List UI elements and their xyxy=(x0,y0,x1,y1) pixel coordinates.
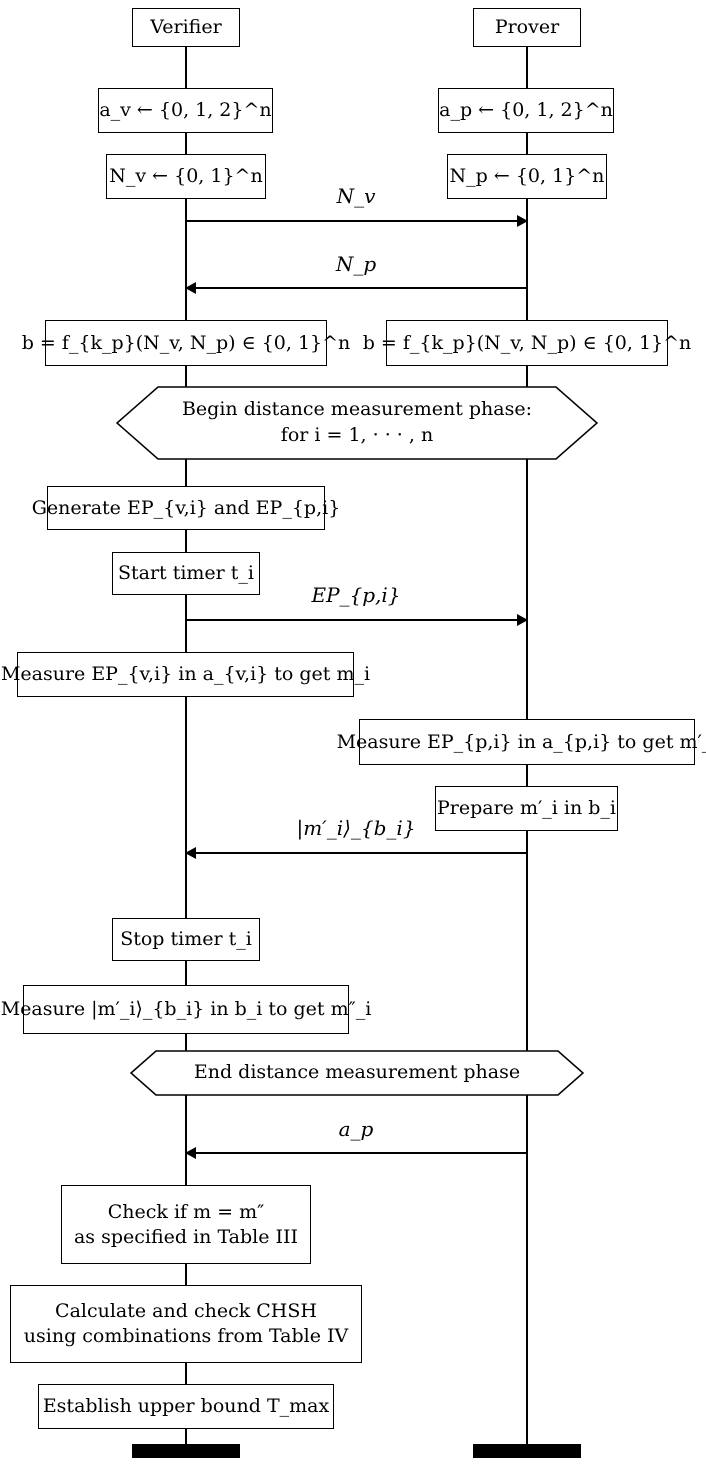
prover-header: Prover xyxy=(473,8,581,47)
measure-prover-box: Measure EP_{p,i} in a_{p,i} to get m′_i xyxy=(337,719,706,765)
generate-pairs-text: Generate EP_{v,i} and EP_{p,i} xyxy=(31,496,341,519)
upper-bound-text: Establish upper bound T_max xyxy=(42,1395,330,1418)
measure-verifier-box: Measure EP_{v,i} in a_{v,i} to get m_i xyxy=(1,652,370,697)
measure-verifier-text: Measure EP_{v,i} in a_{v,i} to get m_i xyxy=(0,663,371,686)
nv-message-label: N_v xyxy=(336,184,376,208)
av-choice-text: a_v ← {0, 1, 2}^n xyxy=(99,99,272,122)
arrowhead-icon xyxy=(185,282,196,294)
prepare-state-box: Prepare m′_i in b_i xyxy=(435,786,618,831)
av-choice-box: a_v ← {0, 1, 2}^n xyxy=(98,88,273,133)
verifier-basis-text: b = f_{k_p}(N_v, N_p) ∈ {0, 1}^n xyxy=(21,331,351,354)
upper-bound-box: Establish upper bound T_max xyxy=(38,1384,334,1429)
arrowhead-icon xyxy=(185,1147,196,1159)
check-results-line1: Check if m = m″ xyxy=(107,1200,265,1223)
ket-message-label: |m′_i⟩_{b_i} xyxy=(296,816,416,840)
measure-prover-text: Measure EP_{p,i} in a_{p,i} to get m′_i xyxy=(336,730,706,753)
prover-basis-text: b = f_{k_p}(N_v, N_p) ∈ {0, 1}^n xyxy=(362,331,692,354)
chsh-check-line1: Calculate and check CHSH xyxy=(55,1300,317,1323)
ap-choice-box: a_p ← {0, 1, 2}^n xyxy=(438,88,614,133)
start-timer-box: Start timer t_i xyxy=(112,552,260,595)
begin-phase-banner: Begin distance measurement phase: for i … xyxy=(116,386,598,460)
np-nonce-text: N_p ← {0, 1}^n xyxy=(449,165,605,188)
nv-nonce-box: N_v ← {0, 1}^n xyxy=(106,154,266,199)
end-phase-hexagon xyxy=(130,1050,584,1096)
generate-pairs-box: Generate EP_{v,i} and EP_{p,i} xyxy=(32,486,340,530)
measure-ket-text: Measure |m′_i⟩_{b_i} in b_i to get m″_i xyxy=(0,998,372,1021)
measure-ket-box: Measure |m′_i⟩_{b_i} in b_i to get m″_i xyxy=(1,985,371,1034)
stop-timer-text: Stop timer t_i xyxy=(120,928,252,951)
nv-message-arrow xyxy=(187,215,528,227)
prover-terminator xyxy=(473,1444,581,1458)
chsh-check-box: Calculate and check CHSH using combinati… xyxy=(10,1285,362,1363)
start-timer-text: Start timer t_i xyxy=(117,562,255,585)
end-phase-banner: End distance measurement phase xyxy=(130,1050,584,1096)
chsh-check-line2: using combinations from Table IV xyxy=(23,1325,349,1347)
verifier-header: Verifier xyxy=(132,8,240,47)
ep-message-arrow xyxy=(187,614,528,626)
ket-message-arrow xyxy=(185,847,526,859)
arrowhead-icon xyxy=(185,847,196,859)
verifier-lifeline xyxy=(185,46,187,1446)
begin-phase-loop: for i = 1, · · · , n xyxy=(280,424,434,446)
stop-timer-box: Stop timer t_i xyxy=(112,918,260,961)
verifier-label: Verifier xyxy=(150,16,222,39)
arrowhead-icon xyxy=(517,614,528,626)
ep-message-label: EP_{p,i} xyxy=(311,583,401,607)
begin-phase-title: Begin distance measurement phase: xyxy=(181,398,533,421)
prover-label: Prover xyxy=(494,16,560,39)
end-phase-title: End distance measurement phase xyxy=(193,1061,521,1084)
arrowhead-icon xyxy=(517,215,528,227)
ap-message-arrow xyxy=(185,1147,526,1159)
check-results-box: Check if m = m″ as specified in Table II… xyxy=(61,1185,311,1264)
ap-choice-text: a_p ← {0, 1, 2}^n xyxy=(439,99,613,122)
prover-basis-box: b = f_{k_p}(N_v, N_p) ∈ {0, 1}^n xyxy=(363,320,691,366)
verifier-terminator xyxy=(132,1444,240,1458)
np-message-arrow xyxy=(185,282,526,294)
check-results-line2: as specified in Table III xyxy=(73,1225,299,1248)
verifier-basis-box: b = f_{k_p}(N_v, N_p) ∈ {0, 1}^n xyxy=(22,320,350,366)
prepare-state-text: Prepare m′_i in b_i xyxy=(436,797,616,820)
begin-phase-hexagon xyxy=(116,386,598,460)
np-nonce-box: N_p ← {0, 1}^n xyxy=(447,154,607,199)
ap-message-label: a_p xyxy=(338,1117,374,1141)
np-message-label: N_p xyxy=(335,252,377,276)
nv-nonce-text: N_v ← {0, 1}^n xyxy=(109,165,263,188)
